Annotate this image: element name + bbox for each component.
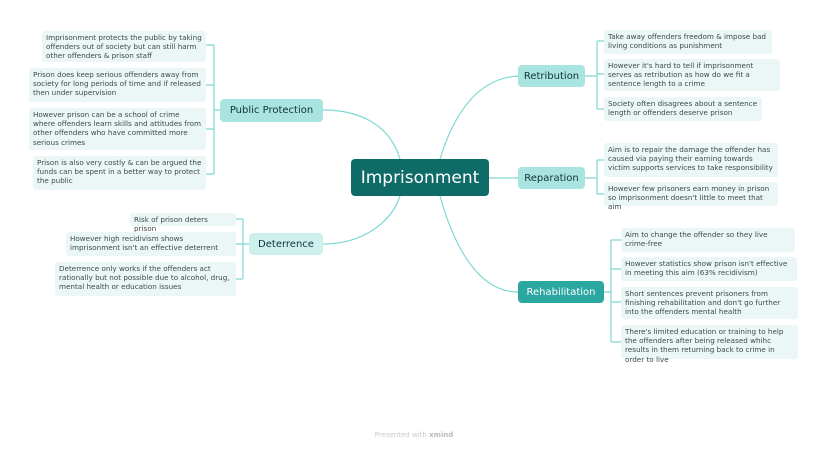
branch-public-protection[interactable]: Public Protection xyxy=(220,99,323,122)
branch-retribution[interactable]: Retribution xyxy=(518,65,585,87)
bracket-reparation xyxy=(585,159,604,195)
note-public-protection-4[interactable]: Prison is also very costly & can be argu… xyxy=(33,156,206,190)
note-public-protection-3[interactable]: However prison can be a school of crime … xyxy=(29,108,206,150)
connector-deterrence xyxy=(322,195,401,245)
bracket-rehabilitation xyxy=(604,239,621,343)
footer-prefix: Presented with xyxy=(374,431,427,439)
bracket-deterrence xyxy=(236,218,249,280)
connector-retribution xyxy=(439,75,519,160)
note-retribution-2[interactable]: However it's hard to tell if imprisonmen… xyxy=(604,59,780,91)
note-reparation-1[interactable]: Aim is to repair the damage the offender… xyxy=(604,143,778,177)
note-rehabilitation-2[interactable]: However statistics show prison isn't eff… xyxy=(621,257,797,281)
connector-public-protection xyxy=(322,109,401,160)
branch-rehabilitation[interactable]: Rehabilitation xyxy=(518,281,604,303)
central-topic[interactable]: Imprisonment xyxy=(351,159,489,196)
note-retribution-3[interactable]: Society often disagrees about a sentence… xyxy=(604,97,762,121)
note-deterrence-1[interactable]: Risk of prison deters prison xyxy=(130,213,236,233)
footer-credit: Presented with xmind xyxy=(0,431,828,439)
note-public-protection-1[interactable]: Imprisonment protects the public by taki… xyxy=(42,31,206,62)
bracket-public-protection xyxy=(206,44,220,175)
note-reparation-2[interactable]: However few prisoners earn money in pris… xyxy=(604,182,778,211)
note-rehabilitation-1[interactable]: Aim to change the offender so they live … xyxy=(621,228,795,252)
note-retribution-1[interactable]: Take away offenders freedom & impose bad… xyxy=(604,30,772,54)
note-deterrence-3[interactable]: Deterrence only works if the offenders a… xyxy=(55,262,236,296)
note-rehabilitation-3[interactable]: Short sentences prevent prisoners from f… xyxy=(621,287,798,319)
xmind-logo: xmind xyxy=(429,431,454,439)
note-public-protection-2[interactable]: Prison does keep serious offenders away … xyxy=(29,68,206,102)
branch-deterrence[interactable]: Deterrence xyxy=(249,233,323,255)
note-deterrence-2[interactable]: However high recidivism shows imprisonme… xyxy=(66,232,236,256)
note-rehabilitation-4[interactable]: There's limited education or training to… xyxy=(621,325,798,364)
connector-rehabilitation xyxy=(439,195,519,293)
branch-reparation[interactable]: Reparation xyxy=(518,167,585,189)
